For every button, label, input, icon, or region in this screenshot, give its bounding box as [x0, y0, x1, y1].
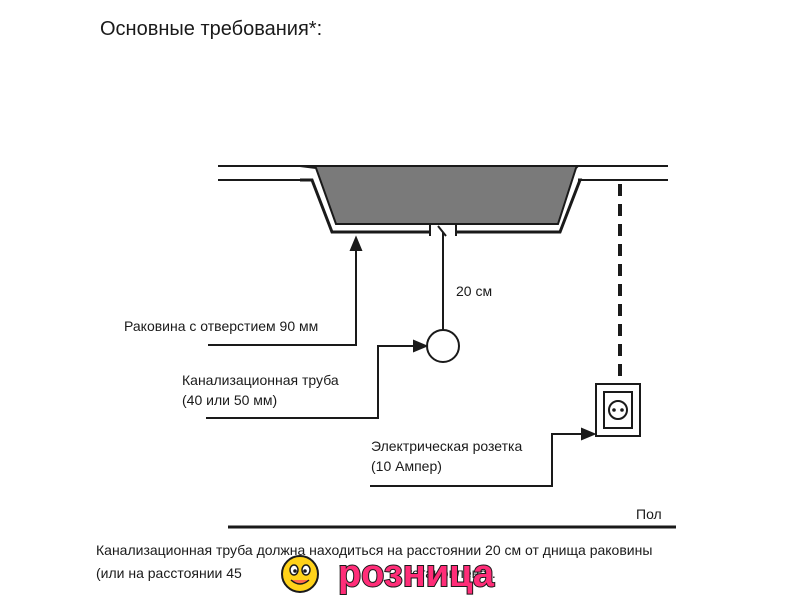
requirements-note-line1: Канализационная труба должна находиться …: [96, 542, 653, 558]
page-title: Основные требования*:: [100, 18, 323, 40]
distance-label: 20 см: [456, 283, 493, 299]
socket-label: Электрическая розетка: [371, 438, 523, 454]
requirements-note-line2: (или на расстоянии 45 установлена).: [96, 565, 496, 581]
socket-amperage-label: (10 Ампер): [371, 458, 442, 474]
sink-basin: [299, 165, 583, 236]
countertop: [218, 165, 668, 181]
drain-hole-marker: [437, 225, 447, 237]
sink-hole-label: Раковина с отверстием 90 мм: [124, 318, 319, 334]
drain-pipe-symbol: [426, 329, 460, 363]
electrical-socket: [595, 383, 641, 437]
socket-label-leader: [370, 427, 597, 487]
drain-pipe-size-label: (40 или 50 мм): [182, 392, 278, 408]
logo-wordmark: розница: [338, 553, 495, 595]
sun-mascot-icon: [281, 555, 319, 593]
floor-label: Пол: [636, 506, 662, 522]
roznica-logo: розница: [281, 552, 496, 596]
drain-pipe-label-leader: [206, 339, 429, 419]
drain-pipe-label: Канализационная труба: [182, 372, 339, 388]
sink-label-leader: [208, 235, 363, 346]
